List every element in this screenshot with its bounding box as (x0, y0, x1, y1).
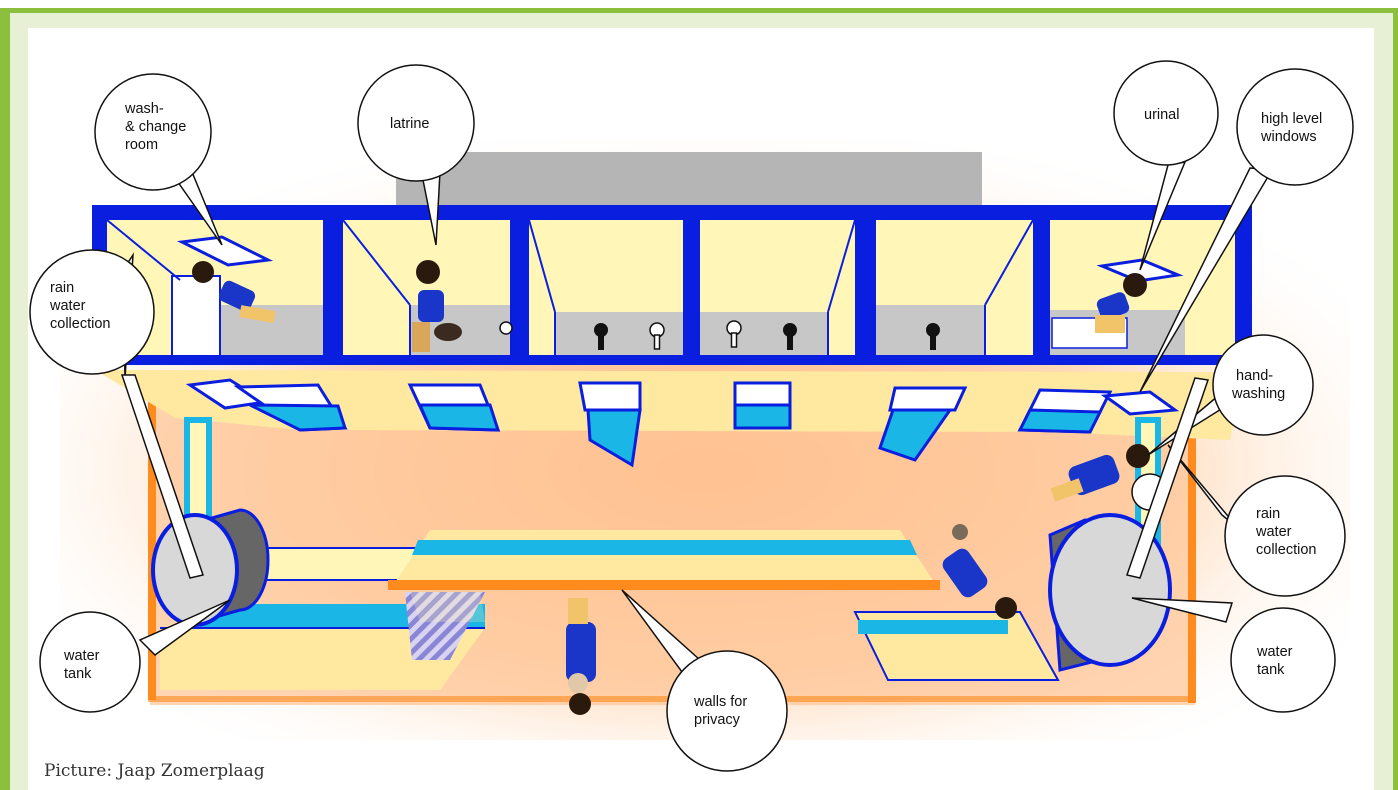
callout-rain-right-label-2: water (1255, 524, 1292, 540)
callout-privacy-label-1: walls for (693, 694, 747, 710)
callout-handwash-label-2: washing (1231, 386, 1285, 402)
callout-water-tank-right: water tank (1231, 608, 1335, 712)
callout-walls-for-privacy: walls for privacy (667, 651, 787, 771)
callout-rain-left-label-3: collection (50, 316, 110, 332)
callout-rain-right-label-3: collection (1256, 542, 1316, 558)
roof-block (396, 152, 982, 210)
callout-rain-left-label-1: rain (50, 280, 74, 296)
callout-windows-label-1: high level (1261, 111, 1322, 127)
callout-urinal-label: urinal (1144, 107, 1179, 123)
callout-hand-washing: hand- washing (1213, 335, 1313, 435)
callout-tank-left-label-2: tank (64, 666, 92, 682)
callout-rain-left-label-2: water (49, 298, 86, 314)
callout-rain-water-left: rain water collection (30, 250, 154, 374)
callout-urinal: urinal (1114, 61, 1218, 165)
building-block (92, 205, 1252, 365)
callout-wash-change-room: wash- & change room (95, 74, 211, 190)
callout-handwash-label-1: hand- (1236, 368, 1273, 384)
callout-tank-right-label-2: tank (1257, 662, 1285, 678)
callout-wash-label-3: room (125, 137, 158, 153)
callout-wash-label-2: & change (125, 119, 186, 135)
callout-windows-label-2: windows (1260, 129, 1317, 145)
callout-high-level-windows: high level windows (1237, 69, 1353, 185)
callout-tank-left-label-1: water (63, 648, 100, 664)
callout-rain-right-label-1: rain (1256, 506, 1280, 522)
stall-5 (876, 220, 1033, 355)
callout-latrine: latrine (358, 65, 474, 181)
callout-water-tank-left: water tank (40, 612, 140, 712)
picture-credit-caption: Picture: Jaap Zomerplaag (44, 761, 265, 781)
callout-tank-right-label-1: water (1256, 644, 1293, 660)
callout-latrine-label: latrine (390, 116, 430, 132)
callout-rain-water-right: rain water collection (1225, 476, 1345, 596)
callout-privacy-label-2: privacy (694, 712, 741, 728)
callout-wash-label-1: wash- (124, 101, 164, 117)
stall-4 (700, 220, 855, 355)
